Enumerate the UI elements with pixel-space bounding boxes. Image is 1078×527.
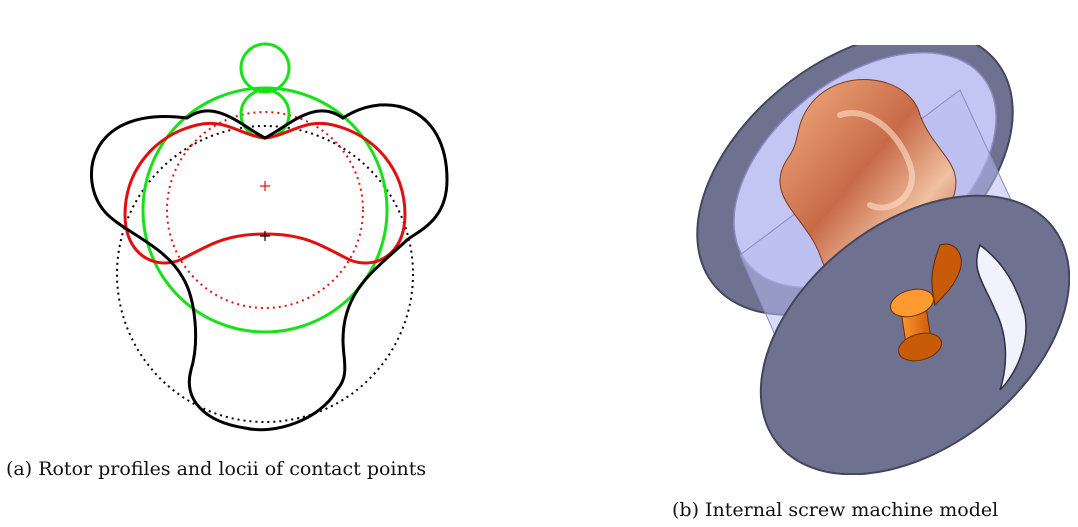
rotor-shaft (889, 288, 943, 362)
inner-rotor-centre-mark (260, 181, 270, 191)
outer-pitch-circle-dotted (116, 125, 414, 423)
contact-locus-small-circle-top (239, 42, 291, 94)
rotor-profiles-diagram (75, 30, 465, 450)
figure-a-caption: (a) Rotor profiles and locii of contact … (6, 458, 427, 480)
screw-machine-svg (696, 45, 1070, 475)
contact-locus-large-circle (141, 86, 389, 334)
front-port-opening (975, 243, 1027, 391)
inner-rotor-profile (123, 121, 407, 265)
outer-rotor-profile (90, 103, 449, 432)
outer-rotor-centre-mark (260, 231, 270, 241)
rotor-highlight (837, 110, 915, 211)
rotor-profiles-svg (90, 42, 449, 432)
front-rotor-lobe-cut (931, 243, 962, 307)
screw-machine-model-illustration (670, 45, 1070, 475)
inner-pitch-circle-dotted (166, 111, 364, 309)
figure-b-caption: (b) Internal screw machine model (672, 499, 999, 521)
